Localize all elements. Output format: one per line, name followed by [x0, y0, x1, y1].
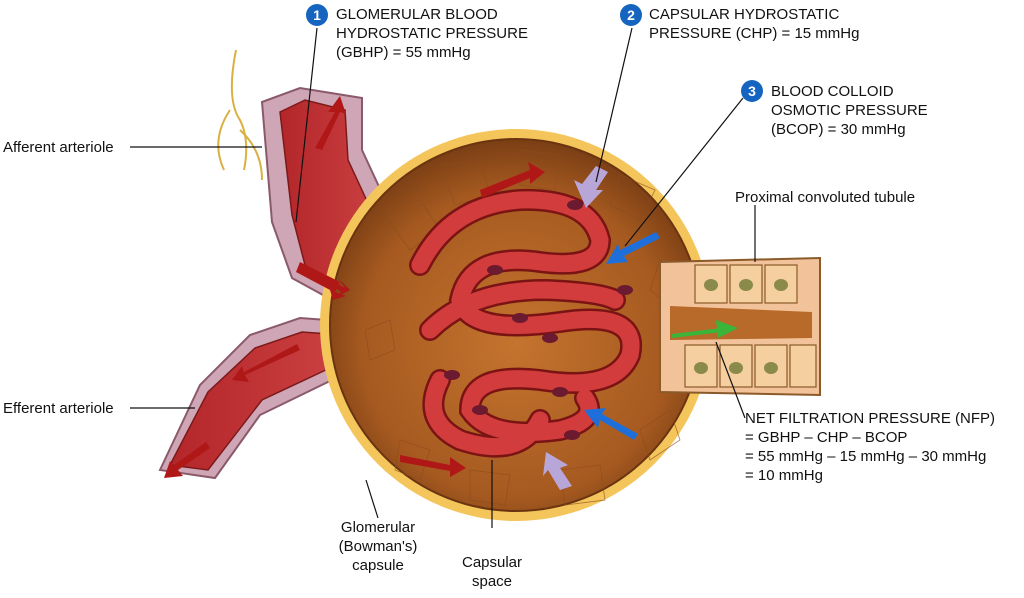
leader-lines	[130, 27, 756, 528]
capsular-pressure-arrow-icon	[543, 166, 608, 490]
glomerulus-capillaries	[409, 188, 643, 458]
net-filtration-arrow-icon	[671, 320, 738, 338]
afferent-arteriole-label: Afferent arteriole	[3, 139, 114, 156]
pressure-2-badge: 2	[620, 4, 642, 26]
glomerular-capsule-label: Glomerular (Bowman's) capsule	[338, 519, 418, 574]
flow-arrow-icon	[164, 96, 545, 478]
osmotic-pressure-arrow-icon	[584, 232, 660, 440]
efferent-arteriole-label: Efferent arteriole	[3, 400, 114, 417]
pressure-1-badge: 1	[306, 4, 328, 26]
net-filtration-label: NET FILTRATION PRESSURE (NFP) = GBHP – C…	[745, 410, 996, 484]
nerve-fibers	[217, 49, 263, 181]
proximal-tubule	[659, 256, 821, 397]
gbhp-label: GLOMERULAR BLOOD HYDROSTATIC PRESSURE (G…	[336, 6, 528, 61]
capsular-space-label: Capsular space	[461, 554, 523, 590]
proximal-tubule-label: Proximal convoluted tubule	[735, 189, 916, 206]
pressure-3-badge: 3	[741, 80, 763, 102]
bcop-label: BLOOD COLLOID OSMOTIC PRESSURE (BCOP) = …	[771, 83, 928, 138]
chp-label: CAPSULAR HYDROSTATIC PRESSURE (CHP) = 15…	[649, 6, 860, 42]
